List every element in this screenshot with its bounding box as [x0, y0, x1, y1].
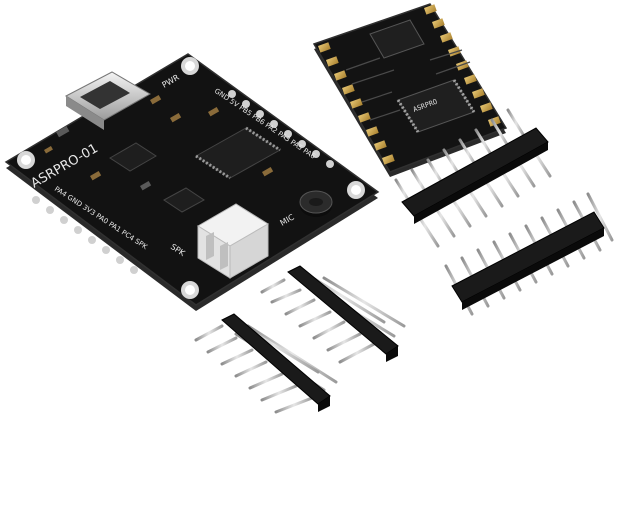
pin-header-a — [394, 108, 552, 248]
asr-module-board: ASRPRO — [312, 3, 508, 177]
pcb-surface — [4, 53, 380, 306]
microphone-icon — [299, 190, 333, 217]
top-header-pads — [228, 90, 334, 168]
pin-header-c — [260, 265, 406, 364]
speaker-connector — [197, 203, 269, 279]
main-ic-chip — [195, 126, 281, 180]
mounting-holes — [17, 57, 365, 299]
asrpro-dev-board: ASRPRO-01 PWR GND 5V PB5 PB6 PA2 PA3 PA5… — [4, 53, 380, 311]
module-traces — [345, 49, 471, 121]
left-header-pads — [32, 196, 138, 274]
pin-header-b — [444, 192, 614, 316]
module-flash-chip — [369, 19, 425, 59]
module-castellated-pads-left — [318, 42, 395, 165]
pin-header-d — [194, 313, 338, 414]
amp-chip — [163, 187, 205, 213]
module-asr-chip: ASRPRO — [396, 79, 476, 133]
regulator-chip — [109, 142, 157, 172]
smd-components — [43, 95, 274, 191]
usb-c-port-icon — [64, 71, 152, 130]
module-pcb-surface — [312, 3, 508, 173]
